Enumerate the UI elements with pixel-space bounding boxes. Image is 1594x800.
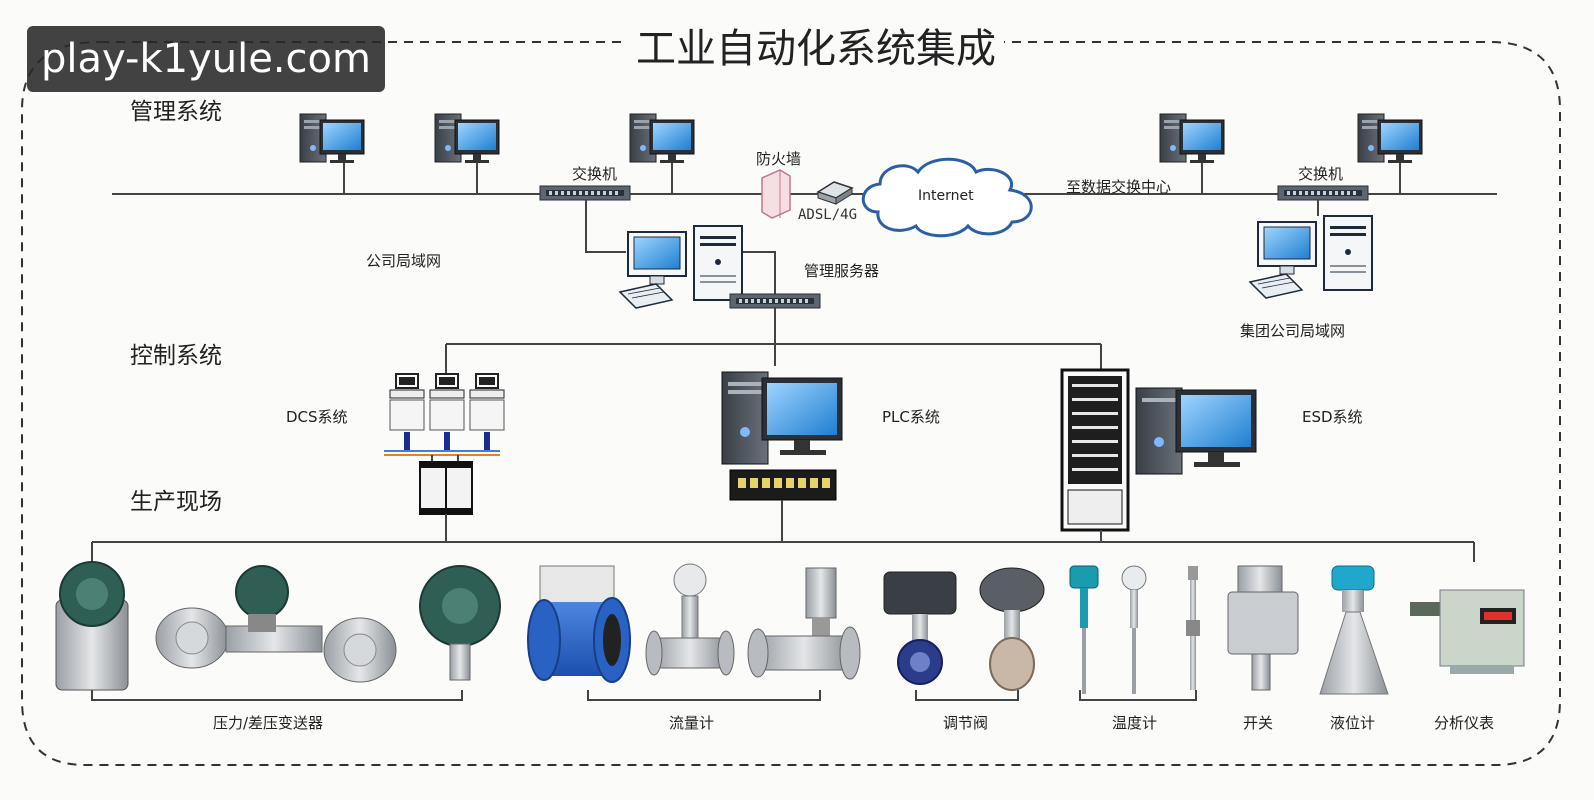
dcs-operator-stations-icon [389,373,505,451]
internet-cloud-icon [861,157,1033,238]
pressure-transmitter-icon [419,565,501,681]
esd-cabinet-icon [1060,368,1130,532]
office-pc [434,113,500,164]
instrument-label: 温度计 [1112,714,1158,732]
target-flowmeter-icon [747,567,861,680]
temperature-sensor-icon [1069,565,1099,694]
radar-level-meter-icon [1319,565,1389,695]
dcs-label: DCS系统 [286,408,348,426]
dashed-frame [21,41,1561,766]
firewall-label: 防火墙 [756,150,802,168]
modem-icon [816,181,854,205]
electromagnetic-flowmeter-icon [527,565,631,683]
office-pc [1357,113,1423,164]
vortex-flowmeter-icon [645,563,735,676]
watermark-badge: play-k1yule.com [27,26,385,92]
office-pc [1159,113,1225,164]
diagram-title: 工业自动化系统集成 [628,16,1004,74]
pressure-switch-icon [1227,565,1299,691]
pressure-transmitter-icon [55,561,129,691]
switch-right-label: 交换机 [1298,165,1344,183]
instrument-label: 调节阀 [943,714,989,732]
switch-right-icon [1277,185,1369,201]
data-center-label: 至数据交换中心 [1066,178,1172,196]
office-pc [629,113,695,164]
instrument-label: 液位计 [1330,714,1376,732]
section-field-label: 生产现场 [130,489,222,515]
temperature-sensor-icon [1121,565,1147,694]
internet-label: Internet [918,188,974,204]
pressure-transmitter-icon [155,565,397,683]
group-lan-workstation-icon [1249,215,1373,299]
management-server-icon [619,225,743,309]
plc-rack-icon [729,469,837,501]
control-valve-icon [979,567,1045,691]
analyzer-instrument-icon [1410,589,1525,674]
instrument-label: 压力/差压变送器 [213,714,324,732]
plc-label: PLC系统 [882,408,940,426]
switch-left-icon [539,185,631,201]
instrument-label: 开关 [1243,714,1274,732]
section-control-label: 控制系统 [130,343,222,369]
dcs-controller-icon [419,461,473,515]
server-switch-icon [729,293,821,309]
office-pc [299,113,365,164]
switch-left-label: 交换机 [572,165,618,183]
esd-workstation-icon [1135,387,1257,475]
plc-workstation-icon [721,371,843,465]
instrument-label: 分析仪表 [1434,714,1495,732]
temperature-sensor-icon [1186,566,1200,690]
esd-label: ESD系统 [1302,408,1363,426]
company-lan-label: 公司局域网 [366,252,442,270]
adsl-label: ADSL/4G [798,207,858,223]
firewall-icon [761,169,791,219]
group-lan-label: 集团公司局域网 [1240,322,1346,340]
management-server-label: 管理服务器 [804,262,880,280]
control-valve-icon [883,571,957,685]
section-management-label: 管理系统 [130,99,222,125]
instrument-label: 流量计 [669,714,715,732]
